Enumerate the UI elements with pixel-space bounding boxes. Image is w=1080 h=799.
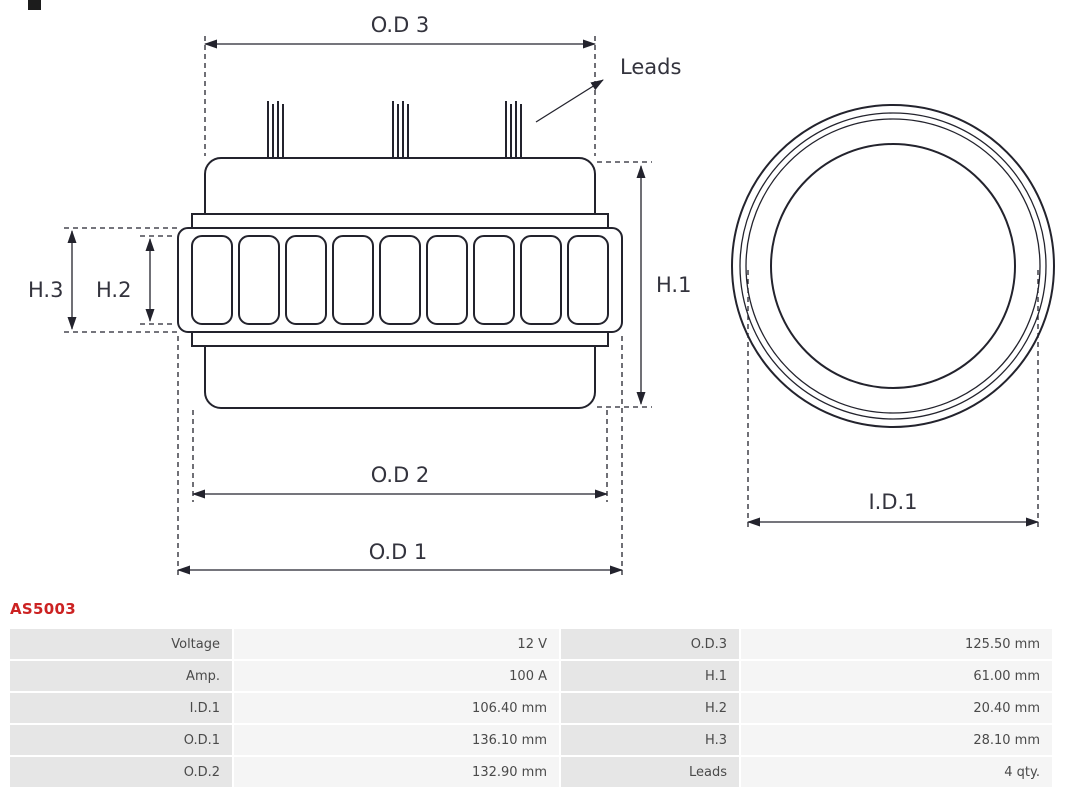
- spec-label-cell: Leads: [561, 757, 739, 787]
- leads-label: Leads: [620, 55, 681, 79]
- spec-row: O.D.2 132.90 mm Leads 4 qty.: [10, 757, 1052, 787]
- stator-lamination-slots: [191, 235, 609, 325]
- dim-od3: [204, 36, 596, 156]
- leads-callout: [535, 79, 604, 123]
- dim-label-id1: I.D.1: [868, 490, 917, 514]
- spec-value-cell: 61.00 mm: [741, 661, 1052, 691]
- stator-technical-diagram: O.D 3 Leads H.1 H.3 H.2 O.D 2 O.D 1 I.D.…: [28, 13, 1055, 578]
- spec-label-cell: H.1: [561, 661, 739, 691]
- stator-shoulder-bottom: [191, 331, 609, 347]
- dim-label-od2: O.D 2: [371, 463, 430, 487]
- dim-label-h2: H.2: [96, 278, 131, 302]
- spec-value-cell: 125.50 mm: [741, 629, 1052, 659]
- dim-label-h1: H.1: [656, 273, 691, 297]
- spec-label-cell: I.D.1: [10, 693, 232, 723]
- spec-label-cell: O.D.3: [561, 629, 739, 659]
- spec-value-cell: 136.10 mm: [234, 725, 559, 755]
- spec-label-cell: H.2: [561, 693, 739, 723]
- dim-label-od3: O.D 3: [371, 13, 430, 37]
- spec-label-cell: H.3: [561, 725, 739, 755]
- dim-h1: [597, 161, 652, 408]
- spec-value-cell: 132.90 mm: [234, 757, 559, 787]
- spec-label-cell: O.D.2: [10, 757, 232, 787]
- spec-table: Voltage 12 V O.D.3 125.50 mm Amp. 100 A …: [8, 627, 1054, 789]
- dim-label-h3: H.3: [28, 278, 63, 302]
- spec-row: Voltage 12 V O.D.3 125.50 mm: [10, 629, 1052, 659]
- spec-row: O.D.1 136.10 mm H.3 28.10 mm: [10, 725, 1052, 755]
- dim-h3: [64, 227, 178, 333]
- stator-lamination-band: [177, 227, 623, 333]
- spec-value-cell: 12 V: [234, 629, 559, 659]
- dim-h2: [140, 235, 176, 325]
- spec-row: I.D.1 106.40 mm H.2 20.40 mm: [10, 693, 1052, 723]
- spec-value-cell: 28.10 mm: [741, 725, 1052, 755]
- spec-label-cell: Amp.: [10, 661, 232, 691]
- dim-id1: [747, 270, 1039, 530]
- spec-label-cell: Voltage: [10, 629, 232, 659]
- spec-row: Amp. 100 A H.1 61.00 mm: [10, 661, 1052, 691]
- stator-leads-wires: [267, 101, 522, 158]
- spec-label-cell: O.D.1: [10, 725, 232, 755]
- spec-value-cell: 106.40 mm: [234, 693, 559, 723]
- logo-fragment: [28, 0, 41, 10]
- part-number: AS5003: [10, 600, 76, 618]
- stator-shoulder-top: [191, 213, 609, 229]
- spec-value-cell: 4 qty.: [741, 757, 1052, 787]
- stator-side-view: [177, 101, 623, 409]
- dim-od1: [177, 336, 623, 578]
- dim-od2: [192, 410, 608, 502]
- spec-value-cell: 100 A: [234, 661, 559, 691]
- stator-front-view: [731, 104, 1055, 428]
- spec-value-cell: 20.40 mm: [741, 693, 1052, 723]
- dim-label-od1: O.D 1: [369, 540, 428, 564]
